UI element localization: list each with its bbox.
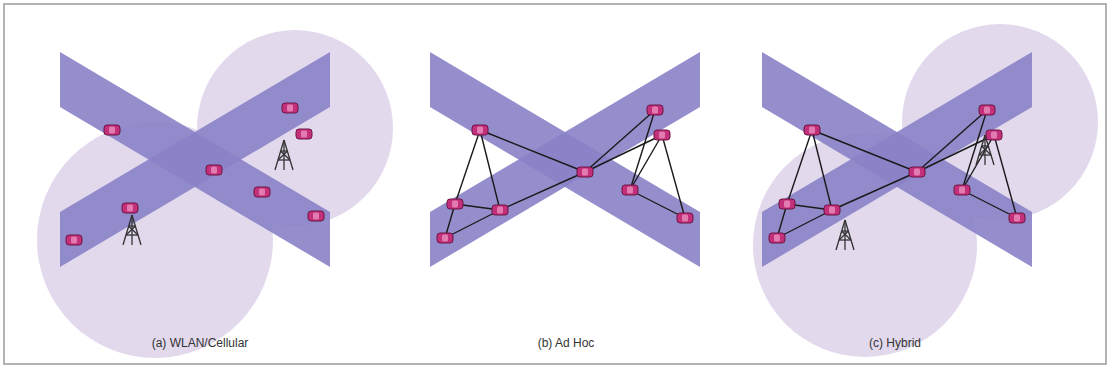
figure-frame (4, 4, 1106, 364)
base-station (123, 215, 141, 245)
road-crossing (762, 52, 1032, 267)
road-crossing (60, 52, 330, 267)
hybrid-links (777, 110, 1017, 238)
adhoc-links (445, 110, 685, 238)
road-crossing (430, 52, 700, 267)
panel-caption: (c) Hybrid (869, 336, 921, 350)
vehicles (437, 105, 693, 243)
vehicles (769, 105, 1025, 243)
base-station (836, 220, 854, 250)
panel-caption: (a) WLAN/Cellular (152, 336, 249, 350)
panel-caption: (b) Ad Hoc (538, 336, 595, 350)
base-station (275, 140, 293, 170)
vehicles (66, 103, 324, 245)
